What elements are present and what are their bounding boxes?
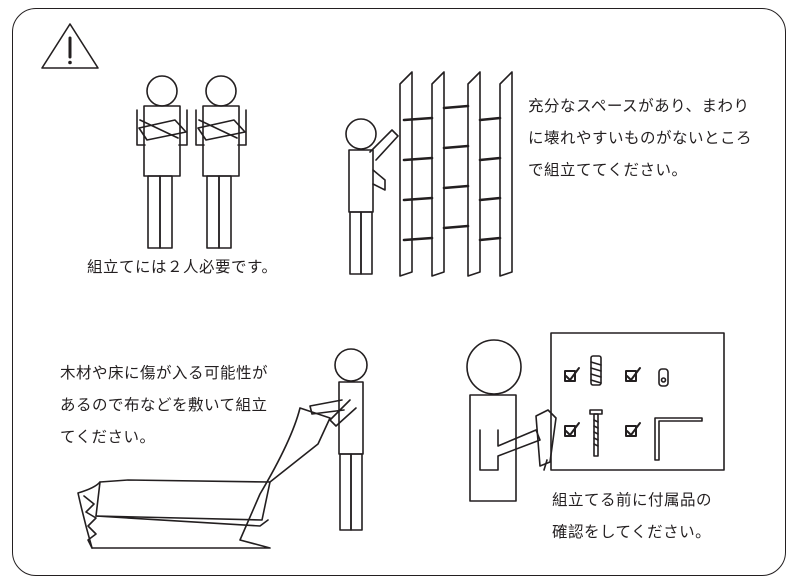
two-people-illustration	[136, 75, 247, 249]
warning-triangle-icon	[41, 23, 99, 69]
space-instruction: 充分なスペースがあり、まわり に壊れやすいものがないところ で組立ててください。	[528, 90, 752, 186]
floor-cloth-instruction-line: あるので布などを敷いて組立	[60, 396, 268, 414]
dowel-icon	[590, 355, 602, 386]
floor-cloth-instruction: 木材や床に傷が入る可能性が あるので布などを敷いて組立 てください。	[60, 357, 268, 453]
space-instruction-line: で組立ててください。	[528, 161, 688, 179]
parts-check-instruction-line: 組立てる前に付属品の	[552, 491, 713, 509]
allen-key-icon	[654, 417, 703, 461]
cam-nut-icon	[658, 368, 669, 387]
instruction-sheet-frame	[12, 8, 786, 576]
two-people-caption: 組立てには２人必要です。	[87, 258, 278, 276]
floor-cloth-instruction-line: てください。	[60, 428, 156, 446]
space-instruction-line: 充分なスペースがあり、まわり	[528, 97, 750, 115]
checkbox-icon	[564, 367, 641, 437]
parts-check-instruction-line: 確認をしてください。	[552, 523, 712, 541]
space-instruction-line: に壊れやすいものがないところ	[528, 129, 753, 147]
parts-check-instruction: 組立てる前に付属品の 確認をしてください。	[552, 484, 712, 548]
person-laying-cloth-illustration	[77, 348, 368, 549]
parts-check-illustration	[466, 332, 725, 502]
person-with-shelves-illustration	[345, 71, 513, 277]
screw-icon	[589, 409, 603, 457]
floor-cloth-instruction-line: 木材や床に傷が入る可能性が	[60, 364, 269, 382]
